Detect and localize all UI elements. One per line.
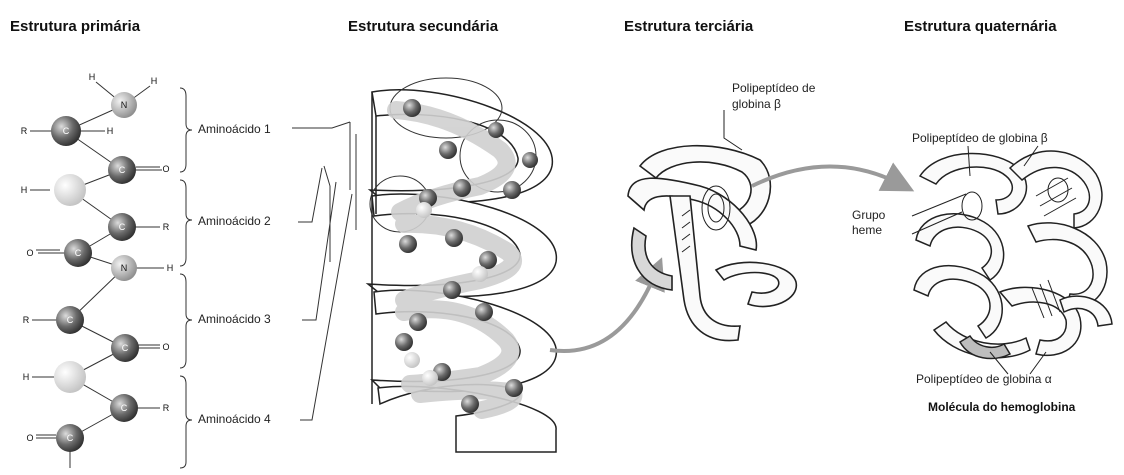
quaternary-alpha-globin-label: Polipeptídeo de globina α	[916, 372, 1052, 386]
amino-acid-connectors	[292, 122, 356, 420]
atom-letter: O	[162, 342, 169, 352]
atom-letter: C	[67, 315, 74, 325]
atom-letter: C	[75, 248, 82, 258]
hemoglobin-molecule-label: Molécula do hemoglobina	[928, 400, 1075, 414]
atom-letter: N	[121, 263, 128, 273]
atom-letter: O	[26, 433, 33, 443]
atom-letter: R	[21, 126, 28, 136]
amino-acid-label: Aminoácido 1	[198, 122, 271, 136]
atom-letter: H	[167, 263, 174, 273]
amino-acid-label: Aminoácido 4	[198, 412, 271, 426]
atom-letter: R	[23, 315, 30, 325]
arrow-secondary-to-tertiary	[550, 272, 656, 351]
atom-letter: C	[67, 433, 74, 443]
primary-structure	[30, 82, 164, 468]
amino-acid-label: Aminoácido 2	[198, 214, 271, 228]
hydrogen-atom	[54, 174, 86, 206]
arrow-tertiary-to-quaternary	[752, 166, 900, 186]
atom-letter: N	[121, 100, 128, 110]
amino-acid-braces	[180, 88, 192, 468]
atom-letter: C	[121, 403, 128, 413]
atom-letter: H	[151, 76, 158, 86]
tertiary-ribbon	[628, 146, 796, 341]
heme-group-label: Grupo heme	[852, 208, 902, 238]
amino-acid-label: Aminoácido 3	[198, 312, 271, 326]
atom-letter: C	[119, 222, 126, 232]
atom-letter: H	[107, 126, 114, 136]
atom-letter: C	[63, 126, 70, 136]
tertiary-beta-globin-label: Polipeptídeo de globina β	[732, 80, 852, 112]
atom-letter: O	[26, 248, 33, 258]
atom-letter: C	[119, 165, 126, 175]
atom-letter: R	[163, 403, 170, 413]
atom-letter: H	[89, 72, 96, 82]
atom-letter: H	[21, 185, 28, 195]
quaternary-ribbon	[914, 151, 1112, 358]
quaternary-beta-globin-label: Polipeptídeo de globina β	[912, 131, 1048, 145]
atom-letter: C	[122, 343, 129, 353]
atom-letter: O	[162, 164, 169, 174]
atom-letter: R	[163, 222, 170, 232]
hydrogen-atom	[54, 361, 86, 393]
atom-letter: H	[23, 372, 30, 382]
